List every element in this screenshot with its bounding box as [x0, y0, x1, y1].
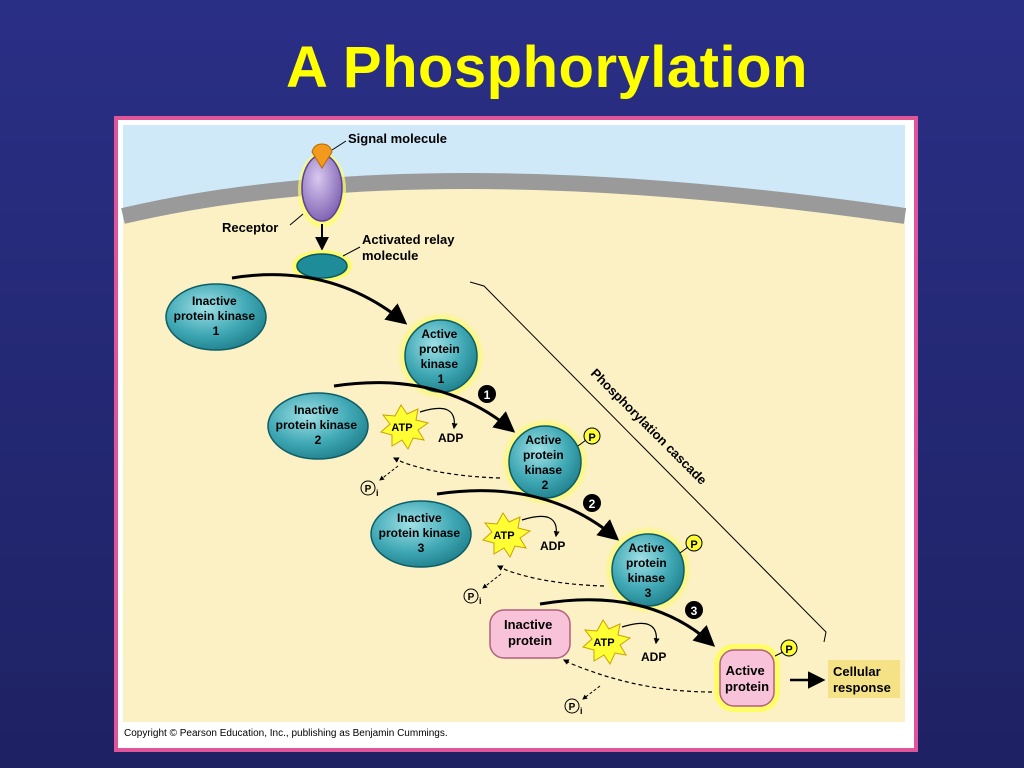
atp-starburst-3 [581, 619, 632, 666]
atp-label-3: ATP [593, 637, 614, 649]
pi-marker-3 [564, 698, 580, 714]
active-kinase-2-line3: kinase [525, 463, 563, 477]
active-kinase-2-line4: 2 [542, 478, 549, 492]
inactive-kinase-2-line2: protein kinase [276, 418, 358, 432]
inactive-protein [489, 609, 571, 659]
signal-molecule [311, 143, 333, 169]
svg-text:Inactive protein kinase: Inactive protein kinase 1 [174, 294, 259, 338]
atp-label-1: ATP [391, 422, 412, 434]
step-3-number: 3 [691, 604, 698, 618]
pi-label-3: P [569, 702, 576, 713]
cellular-response-box [828, 660, 900, 698]
adp-label-2: ADP [540, 539, 565, 553]
active-kinase-1-line2: protein [419, 342, 460, 356]
cell-membrane [121, 173, 907, 224]
active-kinase-2-line1: Active [525, 433, 561, 447]
inactive-kinase-2 [267, 392, 369, 460]
inactive-kinase-2-line3: 2 [315, 433, 322, 447]
pi-label-2: P [468, 592, 475, 603]
step-2-marker [583, 494, 601, 512]
adp-label-1: ADP [438, 431, 463, 445]
active-kinase-3-line4: 3 [645, 586, 652, 600]
step-1-marker [478, 385, 496, 403]
active-kinase-1-line3: kinase [421, 357, 459, 371]
relay-label-line1: Activated relay [362, 232, 455, 247]
active-protein-line2: protein [725, 679, 769, 694]
step-2-number: 2 [589, 497, 596, 511]
pi-marker-1 [360, 480, 376, 496]
phosphate-label-4: P [785, 644, 792, 656]
cascade-bracket [469, 281, 827, 643]
activated-relay-molecule [296, 253, 348, 279]
active-kinase-3 [611, 533, 685, 607]
svg-text:Active protein kinase: Active protein kinase 1 [419, 327, 463, 386]
phosphate-badge-3 [685, 534, 703, 552]
phosphate-badge-2 [583, 427, 601, 445]
step-3-marker [685, 601, 703, 619]
active-protein [719, 649, 775, 707]
active-kinase-3-line1: Active [628, 541, 664, 555]
svg-text:Inactive protein: Inactive protein [504, 617, 556, 648]
signal-molecule-label: Signal molecule [348, 131, 447, 146]
pi-sub-3: i [580, 706, 583, 716]
relay-label-line2: molecule [362, 248, 418, 263]
phosphate-badge-4 [780, 639, 798, 657]
phosphate-label-3: P [690, 539, 697, 551]
inactive-kinase-3-line3: 3 [418, 541, 425, 555]
active-kinase-1-line1: Active [421, 327, 457, 341]
inactive-protein-line2: protein [508, 633, 552, 648]
svg-text:Inactive protein kinase: Inactive protein kinase 3 [379, 511, 464, 555]
cellular-response-line1: Cellular [833, 664, 881, 679]
active-kinase-3-line2: protein [626, 556, 667, 570]
inactive-kinase-1 [165, 283, 267, 351]
inactive-kinase-1-line1: Inactive [192, 294, 237, 308]
inactive-kinase-3-line1: Inactive [397, 511, 442, 525]
inactive-kinase-3-line2: protein kinase [379, 526, 461, 540]
svg-text:Active protein: Active protein [725, 663, 769, 694]
atp-label-2: ATP [493, 530, 514, 542]
inactive-kinase-3 [370, 500, 472, 568]
cellular-response-line2: response [833, 680, 891, 695]
slide-title: A Phosphorylation [286, 35, 808, 100]
atp-starburst-2 [481, 512, 532, 559]
pi-sub-1: i [376, 488, 379, 498]
atp-starburst-1 [379, 404, 430, 451]
inactive-kinase-1-line2: protein kinase [174, 309, 256, 323]
pi-sub-2: i [479, 596, 482, 606]
phosphate-label-2: P [588, 432, 595, 444]
svg-text:Active protein kinase: Active protein kinase 2 [523, 433, 567, 492]
svg-text:Inactive protein kinase: Inactive protein kinase 2 [276, 403, 361, 447]
adp-label-3: ADP [641, 650, 666, 664]
copyright-notice: Copyright © Pearson Education, Inc., pub… [124, 728, 448, 739]
inactive-kinase-1-line3: 1 [213, 324, 220, 338]
receptor-label: Receptor [222, 220, 278, 235]
pi-marker-2 [463, 588, 479, 604]
active-protein-line1: Active [726, 663, 765, 678]
step-1-number: 1 [484, 388, 491, 402]
active-kinase-1-line4: 1 [438, 372, 445, 386]
inactive-protein-line1: Inactive [504, 617, 552, 632]
pi-label-1: P [365, 484, 372, 495]
inactive-kinase-2-line1: Inactive [294, 403, 339, 417]
active-kinase-3-line3: kinase [628, 571, 666, 585]
svg-text:Active protein kinase: Active protein kinase 3 [626, 541, 670, 600]
active-kinase-2-line2: protein [523, 448, 564, 462]
